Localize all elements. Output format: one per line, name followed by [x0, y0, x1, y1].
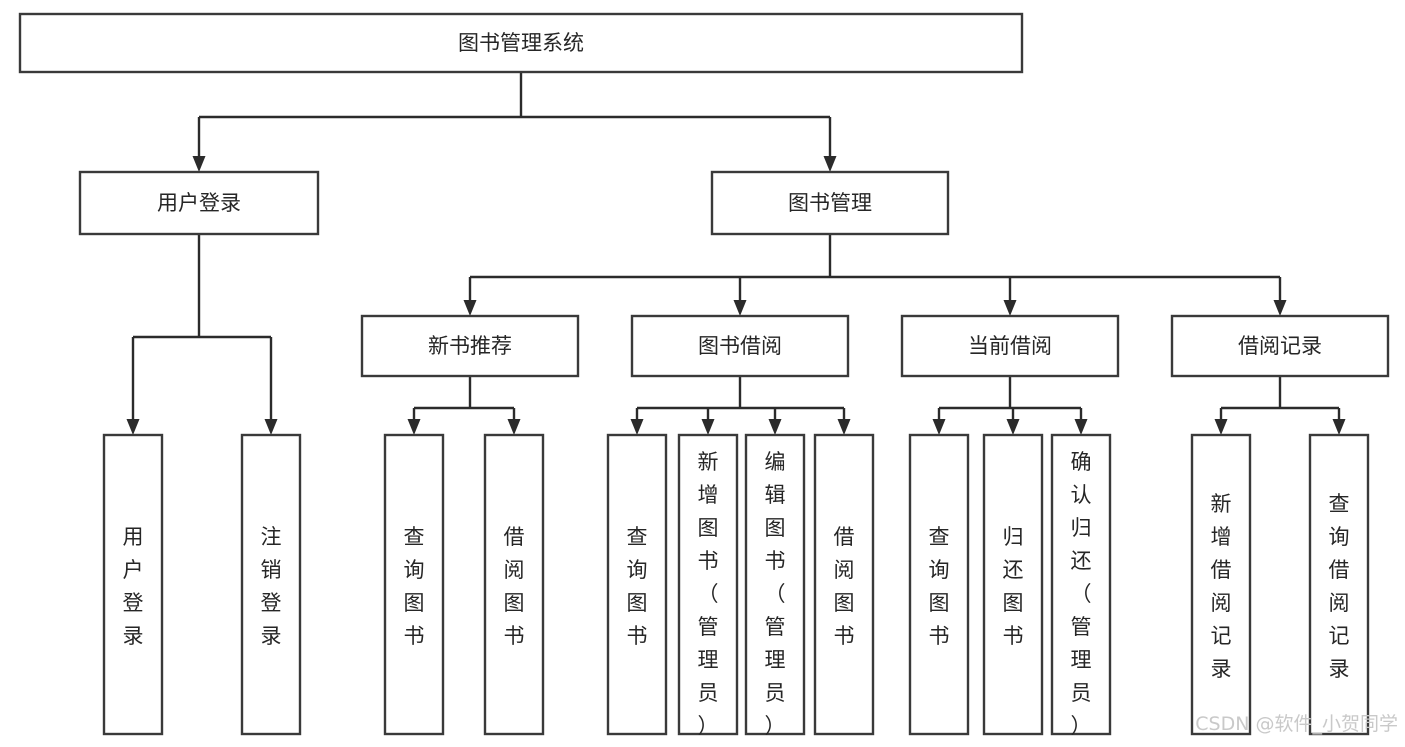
node-box[interactable]: [744, 433, 806, 736]
node-label: 查询图书: [404, 525, 425, 648]
arrow-head-icon: [126, 419, 140, 435]
arrow-head-icon: [1273, 300, 1287, 316]
node-borrow[interactable]: 图书借阅: [630, 314, 850, 378]
node-box[interactable]: [78, 170, 320, 236]
node-label: 注销登录: [261, 525, 282, 648]
node-box[interactable]: [102, 433, 164, 736]
arrow-head-icon: [733, 300, 747, 316]
node-leaf3[interactable]: 查询图书: [383, 433, 445, 736]
node-label: 用户登录: [123, 525, 144, 648]
node-label: 用户登录: [157, 191, 241, 215]
node-bookmgmt[interactable]: 图书管理: [710, 170, 950, 236]
node-root[interactable]: 图书管理系统: [18, 12, 1024, 74]
node-label: 新增借阅记录: [1211, 492, 1232, 681]
arrow-head-icon: [1214, 419, 1228, 435]
node-leaf10[interactable]: 归还图书: [982, 433, 1044, 736]
node-box[interactable]: [606, 433, 668, 736]
node-leaf13[interactable]: 查询借阅记录: [1308, 433, 1370, 736]
connector-group: [1214, 376, 1346, 435]
node-box[interactable]: [483, 433, 545, 736]
node-label: 归还图书: [1003, 525, 1024, 648]
node-box[interactable]: [982, 433, 1044, 736]
watermark-label: CSDN @软件_小贺同学: [1195, 713, 1398, 735]
node-leaf8[interactable]: 借阅图书: [813, 433, 875, 736]
node-leaf12[interactable]: 新增借阅记录: [1190, 433, 1252, 736]
node-layer: 图书管理系统用户登录图书管理新书推荐图书借阅当前借阅借阅记录用户登录注销登录查询…: [18, 12, 1390, 738]
node-current[interactable]: 当前借阅: [900, 314, 1120, 378]
node-label: 图书管理系统: [458, 31, 584, 55]
arrow-head-icon: [1003, 300, 1017, 316]
node-label: 查询图书: [929, 525, 950, 648]
node-box[interactable]: [240, 433, 302, 736]
connector-layer: [126, 72, 1346, 435]
node-box[interactable]: [1170, 314, 1390, 378]
node-box[interactable]: [813, 433, 875, 736]
arrow-head-icon: [932, 419, 946, 435]
arrow-head-icon: [701, 419, 715, 435]
arrow-head-icon: [407, 419, 421, 435]
arrow-head-icon: [192, 156, 206, 172]
node-label: 图书借阅: [698, 334, 782, 358]
node-leaf7[interactable]: 编辑图书（管理员）: [744, 433, 806, 738]
connector-group: [192, 72, 837, 172]
node-label: 借阅记录: [1238, 334, 1322, 358]
node-leaf9[interactable]: 查询图书: [908, 433, 970, 736]
arrow-head-icon: [264, 419, 278, 435]
node-box[interactable]: [710, 170, 950, 236]
arrow-head-icon: [463, 300, 477, 316]
connector-group: [463, 234, 1287, 316]
node-leaf2[interactable]: 注销登录: [240, 433, 302, 736]
node-box[interactable]: [630, 314, 850, 378]
node-box[interactable]: [1050, 433, 1112, 736]
connector-group: [932, 376, 1088, 435]
arrow-head-icon: [837, 419, 851, 435]
arrow-head-icon: [1332, 419, 1346, 435]
node-box[interactable]: [360, 314, 580, 378]
node-box[interactable]: [1190, 433, 1252, 736]
node-label: 查询借阅记录: [1329, 492, 1350, 681]
arrow-head-icon: [507, 419, 521, 435]
node-label: 编辑图书（管理员）: [765, 450, 786, 738]
node-label: 当前借阅: [968, 334, 1052, 358]
node-box[interactable]: [677, 433, 739, 736]
node-record[interactable]: 借阅记录: [1170, 314, 1390, 378]
arrow-head-icon: [630, 419, 644, 435]
node-box[interactable]: [1308, 433, 1370, 736]
connector-group: [407, 376, 521, 435]
arrow-head-icon: [1074, 419, 1088, 435]
node-label: 借阅图书: [834, 525, 855, 648]
node-box[interactable]: [908, 433, 970, 736]
node-box[interactable]: [383, 433, 445, 736]
connector-group: [126, 234, 278, 435]
node-label: 确认归还（管理员）: [1071, 450, 1092, 738]
node-box[interactable]: [18, 12, 1024, 74]
node-label: 图书管理: [788, 191, 872, 215]
node-leaf4[interactable]: 借阅图书: [483, 433, 545, 736]
node-box[interactable]: [900, 314, 1120, 378]
node-newbook[interactable]: 新书推荐: [360, 314, 580, 378]
node-leaf11[interactable]: 确认归还（管理员）: [1050, 433, 1112, 738]
node-leaf5[interactable]: 查询图书: [606, 433, 668, 736]
node-leaf1[interactable]: 用户登录: [102, 433, 164, 736]
arrow-head-icon: [768, 419, 782, 435]
node-label: 查询图书: [627, 525, 648, 648]
connector-group: [630, 376, 851, 435]
node-label: 借阅图书: [504, 525, 525, 648]
node-label: 新增图书（管理员）: [698, 450, 719, 738]
node-leaf6[interactable]: 新增图书（管理员）: [677, 433, 739, 738]
arrow-head-icon: [823, 156, 837, 172]
node-label: 新书推荐: [428, 334, 512, 358]
arrow-head-icon: [1006, 419, 1020, 435]
node-login[interactable]: 用户登录: [78, 170, 320, 236]
